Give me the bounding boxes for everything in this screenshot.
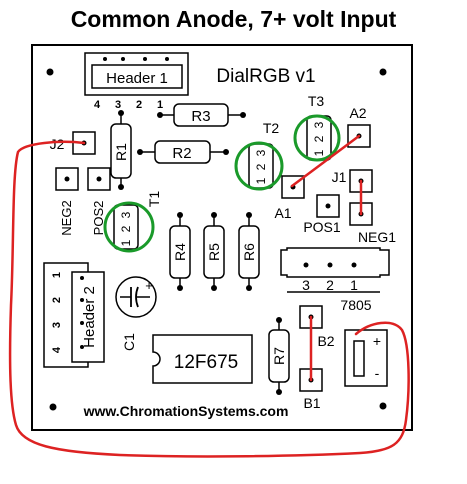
resistor-r7: R7 (268, 317, 290, 395)
header-1-pin-label: 2 (136, 99, 142, 111)
transistor-t2-highlight (234, 141, 284, 191)
power-minus-label: - (375, 365, 380, 381)
resistor-r7-label: R7 (271, 347, 287, 365)
pad-b1-label: B1 (303, 395, 320, 411)
resistor-r1-label: R1 (113, 143, 129, 161)
header-2-pin-label: 2 (51, 297, 63, 303)
pad-j2-label: J2 (50, 136, 65, 152)
capacitor-c1: + C1 (115, 276, 157, 351)
resistor-r6-label: R6 (241, 243, 257, 261)
resistor-r6: R6 (238, 212, 260, 291)
resistor-r3: R3 (157, 103, 246, 127)
transistor-t3-pins: 1 2 3 (312, 120, 326, 157)
transistor-t2-pins: 1 2 3 (254, 148, 268, 185)
board-name: DialRGB v1 (216, 66, 315, 87)
header-1: Header 1 4 3 2 1 (84, 52, 189, 111)
power-plus-label: + (373, 333, 381, 349)
resistor-r4: R4 (169, 212, 191, 291)
pad-a1-label: A1 (274, 205, 291, 221)
page-title: Common Anode, 7+ volt Input (70, 6, 397, 32)
capacitor-c1-label: C1 (121, 333, 137, 351)
resistor-r1: R1 (110, 110, 132, 190)
transistor-t3: 1 2 3 T3 (293, 93, 341, 162)
header-2: Header 2 1 2 3 4 (43, 262, 105, 368)
mounting-hole-bottom-left (49, 403, 57, 411)
resistor-r5: R5 (203, 212, 225, 291)
header-2-label: Header 2 (81, 286, 98, 348)
pad-b2-label: B2 (317, 333, 334, 349)
board-url: www.ChromationSystems.com (83, 403, 289, 419)
mounting-hole-top-left (46, 68, 54, 76)
transistor-t1-label: T1 (146, 191, 162, 208)
regulator-pin-label: 2 (326, 277, 334, 293)
resistor-r3-label: R3 (191, 108, 210, 125)
pad-pos2-label: POS2 (91, 201, 106, 236)
chip-label: 12F675 (174, 352, 238, 373)
pad-neg2-label: NEG2 (59, 200, 74, 235)
regulator-pin-label: 3 (302, 277, 310, 293)
transistor-t1-highlight (103, 201, 155, 253)
transistor-t2: 1 2 3 T2 (234, 120, 284, 191)
resistor-r5-label: R5 (206, 243, 222, 261)
resistor-r2-label: R2 (172, 145, 191, 162)
mounting-hole-bottom-right (379, 402, 387, 410)
regulator-pin-label: 1 (350, 277, 358, 293)
jumper-wires (8, 134, 410, 458)
transistor-t2-label: T2 (263, 120, 280, 136)
pad-a2-label: A2 (349, 105, 366, 121)
transistor-t1: 1 2 3 T1 (103, 191, 162, 253)
transistor-t1-pins: 1 2 3 (119, 210, 133, 247)
header-1-pin-label: 1 (157, 99, 163, 111)
resistor-r4-label: R4 (172, 243, 188, 261)
header-1-label: Header 1 (106, 70, 168, 87)
transistor-t3-label: T3 (308, 93, 325, 109)
header-2-pin-label: 1 (51, 272, 63, 278)
capacitor-polarity: + (145, 278, 153, 293)
header-2-pin-label: 4 (51, 346, 63, 353)
transistor-t3-highlight (293, 114, 341, 162)
jumper-wire-a1-a2 (290, 134, 361, 188)
header-1-pin-label: 4 (94, 99, 101, 111)
header-1-pin-label: 3 (115, 99, 121, 111)
chip-12f675: 12F675 (152, 334, 253, 384)
pad-neg1-label: NEG1 (358, 229, 396, 245)
regulator-label: 7805 (340, 297, 371, 313)
header-2-pin-label: 3 (51, 322, 63, 328)
regulator-7805: 3 2 1 7805 (280, 247, 390, 313)
mounting-hole-top-right (379, 68, 387, 76)
power-connector: + - (344, 329, 388, 387)
pad-pos1-label: POS1 (303, 219, 341, 235)
pad-j1-label: J1 (332, 169, 347, 185)
jumper-wire-j2-power (8, 140, 410, 458)
resistor-r2: R2 (137, 140, 229, 164)
